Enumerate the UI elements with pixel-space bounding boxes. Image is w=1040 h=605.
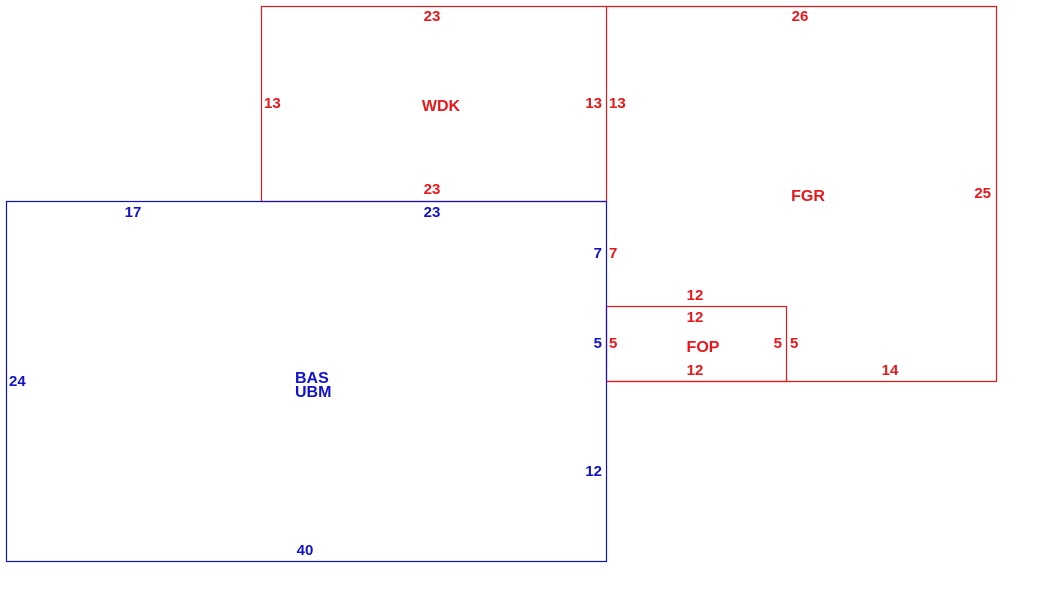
- fop-dim-right-inner: 5: [774, 335, 782, 352]
- bas-dim-top-left: 17: [125, 204, 142, 221]
- fop-room-name: FOP: [687, 339, 720, 356]
- fop-dim-top-outer: 12: [687, 287, 704, 304]
- fop-dim-left: 5: [609, 335, 617, 352]
- wdk-dim-right: 13: [585, 95, 602, 112]
- wdk-dim-bottom: 23: [424, 181, 441, 198]
- bas-dim-left: 24: [9, 373, 26, 390]
- bas-dim-right-lower: 12: [585, 463, 602, 480]
- ubm-room-name: UBM: [295, 384, 331, 401]
- fop-dim-bottom: 12: [687, 362, 704, 379]
- bas-room-name: BAS: [295, 370, 329, 387]
- fgr-dim-left-upper: 13: [609, 95, 626, 112]
- fgr-dim-top: 26: [792, 8, 809, 25]
- fgr-outline: [606, 5, 998, 383]
- wdk-room-name: WDK: [422, 98, 461, 115]
- fgr-dim-left-lower: 7: [609, 245, 617, 262]
- bas-dim-top-right: 23: [424, 204, 441, 221]
- bas-dim-right-middle: 5: [594, 335, 602, 352]
- fop-dim-top-inner: 12: [687, 309, 704, 326]
- wdk-dim-top: 23: [424, 8, 441, 25]
- fgr-dim-right: 25: [974, 185, 991, 202]
- fgr-room-name: FGR: [791, 188, 825, 205]
- fgr-dim-bottom: 14: [882, 362, 899, 379]
- bas-dim-bottom: 40: [297, 542, 314, 559]
- bas-dim-right-upper: 7: [594, 245, 602, 262]
- bas-ubm-outline: [5, 200, 608, 563]
- wdk-dim-left: 13: [264, 95, 281, 112]
- fop-dim-right-outer: 5: [790, 335, 798, 352]
